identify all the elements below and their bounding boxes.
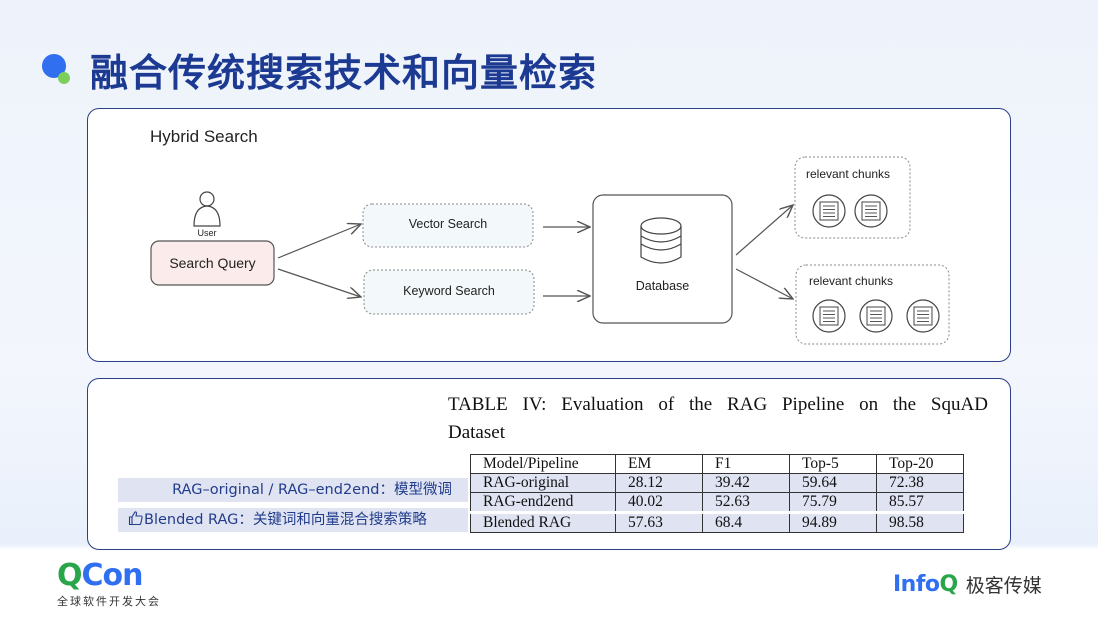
table-cell: RAG-end2end (470, 492, 616, 513)
qcon-con: Con (81, 558, 144, 593)
table-row: RAG-original 28.12 39.42 59.64 72.38 (470, 473, 964, 493)
document-chunk-icon (812, 194, 846, 228)
caption-word: IV: (522, 394, 547, 415)
thumbs-up-icon (128, 511, 143, 526)
caption-word: Evaluation (561, 394, 644, 415)
chunks-bottom-label: relevant chunks (809, 274, 894, 288)
search-query-label: Search Query (169, 255, 256, 271)
arrow-db-to-bottom-chunks (735, 268, 793, 299)
user-label: User (197, 228, 217, 238)
database-icon (640, 217, 682, 264)
table-cell: 75.79 (789, 492, 877, 513)
vector-search-node (362, 203, 534, 248)
database-node (592, 194, 733, 324)
page-title: 融合传统搜索技术和向量检索 (90, 51, 598, 95)
arrow-query-to-vector (277, 224, 361, 259)
document-chunk-icon (906, 299, 940, 333)
column-header: Top-5 (789, 454, 877, 474)
qcon-logo: QCon 全球软件开发大会 (57, 561, 161, 609)
table-cell: 40.02 (615, 492, 703, 513)
table-cell: 85.57 (876, 492, 964, 513)
table-cell: RAG-original (470, 473, 616, 493)
diagram-title: Hybrid Search (150, 127, 258, 146)
arrow-db-to-top-chunks (735, 205, 793, 256)
table-row: RAG-end2end 40.02 52.63 75.79 85.57 (470, 492, 964, 513)
table-header-row: Model/Pipeline EM F1 Top-5 Top-20 (470, 454, 964, 474)
note-finetune: RAG–original / RAG–end2end：模型微调 (118, 478, 468, 502)
infoq-logo: InfoQ 极客传媒 (893, 571, 1042, 598)
table-cell: 94.89 (789, 511, 877, 533)
note-finetune-text: RAG–original / RAG–end2end：模型微调 (172, 482, 452, 498)
user-icon (193, 191, 221, 227)
document-chunk-icon (859, 299, 893, 333)
table-cell: 98.58 (876, 511, 964, 533)
database-label: Database (635, 279, 690, 293)
table-row-highlighted: Blended RAG 57.63 68.4 94.89 98.58 (470, 511, 964, 533)
hybrid-search-diagram (150, 156, 950, 345)
caption-word: of (658, 394, 675, 415)
note-blended: Blended RAG：关键词和向量混合搜索策略 (118, 508, 468, 532)
chunks-top-label: relevant chunks (806, 167, 891, 181)
caption-word: on (859, 394, 879, 415)
keyword-search-label: Keyword Search (403, 284, 495, 298)
column-header: Model/Pipeline (470, 454, 616, 474)
note-blended-text: Blended RAG：关键词和向量混合搜索策略 (144, 512, 427, 528)
document-chunk-icon (854, 194, 888, 228)
title-bullet-accent-icon (58, 72, 70, 84)
table-cell: Blended RAG (470, 511, 616, 533)
table-cell: 39.42 (702, 473, 790, 493)
column-header: F1 (702, 454, 790, 474)
infoq-q: Q (939, 572, 959, 597)
qcon-q: Q (57, 558, 82, 593)
caption-word: RAG (727, 394, 768, 415)
column-header: EM (615, 454, 703, 474)
qcon-subtitle: 全球软件开发大会 (57, 595, 161, 608)
arrow-query-to-keyword (277, 268, 361, 297)
table-cell: 52.63 (702, 492, 790, 513)
caption-word: Pipeline (781, 394, 845, 415)
caption-word: the (689, 394, 713, 415)
column-header: Top-20 (876, 454, 964, 474)
search-query-node (150, 240, 275, 286)
caption-word: TABLE (448, 394, 508, 415)
table-cell: 72.38 (876, 473, 964, 493)
table-cell: 68.4 (702, 511, 790, 533)
keyword-search-node (363, 269, 535, 315)
infoq-info: Info (893, 572, 940, 597)
table-cell: 57.63 (615, 511, 703, 533)
table-cell: 59.64 (789, 473, 877, 493)
document-chunk-icon (812, 299, 846, 333)
table-cell: 28.12 (615, 473, 703, 493)
infoq-chinese: 极客传媒 (965, 575, 1042, 597)
results-table: Model/Pipeline EM F1 Top-5 Top-20 RAG-or… (470, 454, 964, 533)
caption-word: SquAD (930, 394, 988, 415)
diagram-panel: Hybrid Search (87, 108, 1011, 362)
caption-word: the (892, 394, 917, 415)
table-caption-line2: Dataset (448, 422, 505, 443)
vector-search-label: Vector Search (408, 217, 488, 231)
